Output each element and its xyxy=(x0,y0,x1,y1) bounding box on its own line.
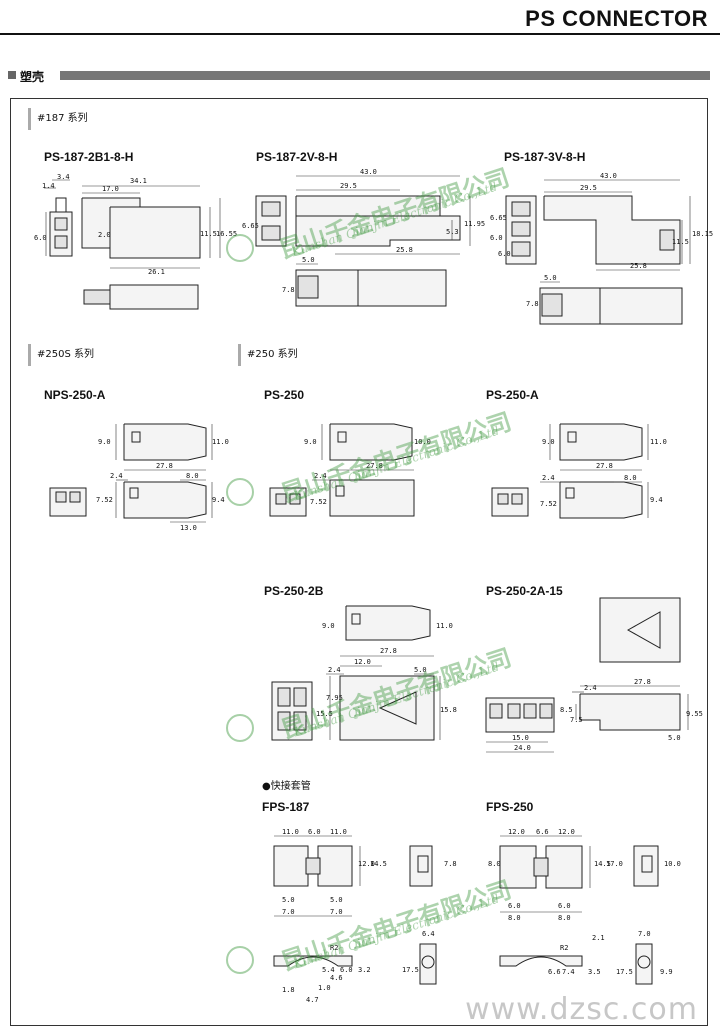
section-square-icon xyxy=(8,71,16,79)
quick-connect-heading: ●快接套管 xyxy=(262,781,311,792)
part-ps-187-3v-8-h: PS-187-3V-8-H xyxy=(504,150,586,164)
series-tag-250s: #250S 系列 xyxy=(28,344,94,366)
page-title: PS CONNECTOR xyxy=(525,6,708,31)
content-frame xyxy=(10,98,708,1026)
part-ps-250-2a-15: PS-250-2A-15 xyxy=(486,584,563,598)
series-tag-187: #187 系列 xyxy=(28,108,88,130)
site-watermark: www.dzsc.com xyxy=(465,992,698,1027)
part-ps-187-2v-8-h: PS-187-2V-8-H xyxy=(256,150,338,164)
part-ps-250: PS-250 xyxy=(264,388,305,402)
series-tag-250: #250 系列 xyxy=(238,344,298,366)
part-ps-187-2b1-8-h: PS-187-2B1-8-H xyxy=(44,150,134,164)
section-bar: 塑壳 xyxy=(8,69,710,84)
section-label: 塑壳 xyxy=(20,70,45,84)
part-ps-250-2b: PS-250-2B xyxy=(264,584,324,598)
part-fps-250: FPS-250 xyxy=(486,800,534,814)
part-nps-250-a: NPS-250-A xyxy=(44,388,106,402)
part-fps-187: FPS-187 xyxy=(262,800,310,814)
header-rule xyxy=(0,33,720,35)
part-ps-250-a: PS-250-A xyxy=(486,388,539,402)
page-header: PS CONNECTOR xyxy=(0,0,720,36)
section-fill-bar xyxy=(60,71,710,80)
